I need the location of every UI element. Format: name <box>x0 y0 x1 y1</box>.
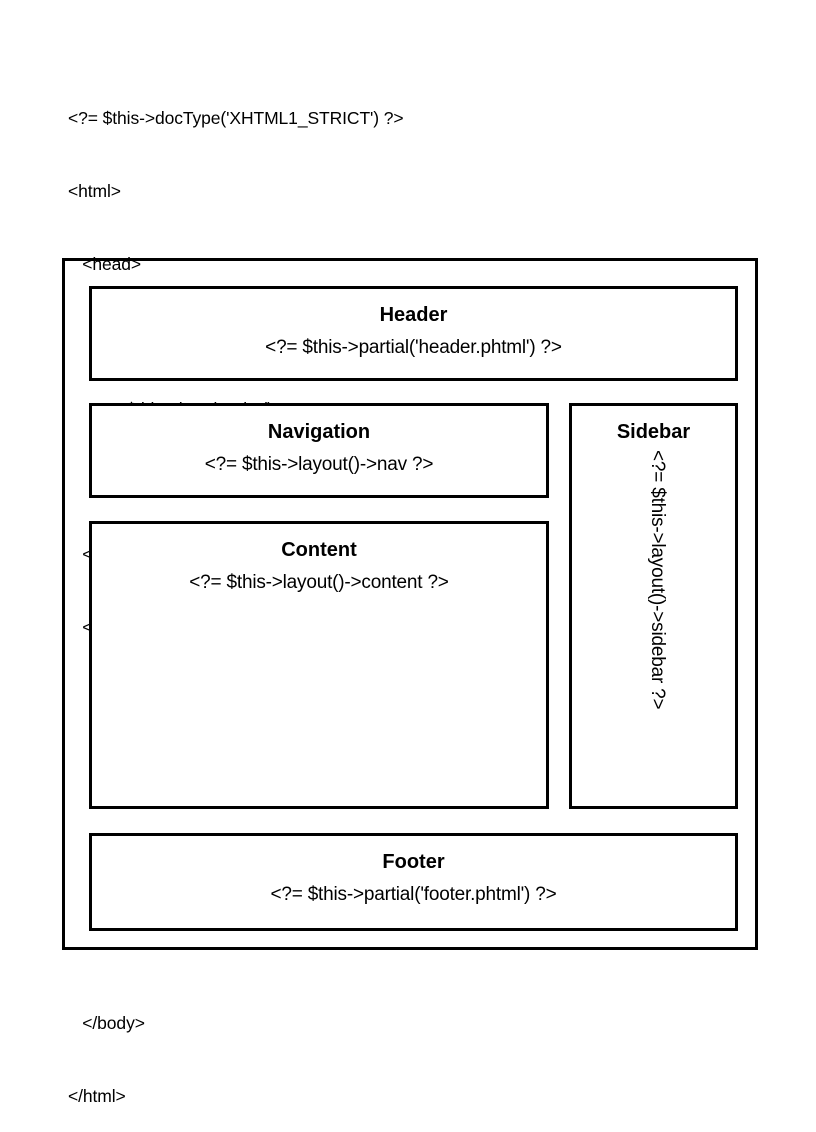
content-region-code: <?= $this->layout()->content ?> <box>189 572 449 593</box>
code-line-html-open: <html> <box>68 181 121 202</box>
code-line-body-close: </body> <box>68 1013 145 1034</box>
sidebar-region-title: Sidebar <box>616 421 691 443</box>
footer-region-code: <?= $this->partial('footer.phtml') ?> <box>270 884 557 905</box>
header-region-code: <?= $this->partial('header.phtml') ?> <box>265 337 562 358</box>
body-region-box: Header <?= $this->partial('header.phtml'… <box>62 258 758 950</box>
header-region-box: Header <?= $this->partial('header.phtml'… <box>89 286 738 381</box>
footer-region-box: Footer <?= $this->partial('footer.phtml'… <box>89 833 738 931</box>
code-line-doctype: <?= $this->docType('XHTML1_STRICT') ?> <box>68 108 404 129</box>
footer-region-title: Footer <box>382 851 445 873</box>
header-region-title: Header <box>379 304 448 326</box>
content-region-title: Content <box>281 539 357 561</box>
content-region-box: Content <?= $this->layout()->content ?> <box>89 521 549 809</box>
sidebar-region-code: <?= $this->layout()->sidebar ?> <box>647 450 668 710</box>
sidebar-region-box: Sidebar <?= $this->layout()->sidebar ?> <box>569 403 738 809</box>
code-block-bottom: </body> </html> <box>68 963 145 1132</box>
navigation-region-title: Navigation <box>267 421 371 443</box>
navigation-region-box: Navigation <?= $this->layout()->nav ?> <box>89 403 549 498</box>
code-line-html-close: </html> <box>68 1086 126 1107</box>
navigation-region-code: <?= $this->layout()->nav ?> <box>204 454 434 475</box>
layout-diagram-page: { "code_top": { "lines": [ "<?= $this->d… <box>62 108 758 1107</box>
sidebar-code-wrapper: <?= $this->layout()->sidebar ?> <box>572 450 735 802</box>
